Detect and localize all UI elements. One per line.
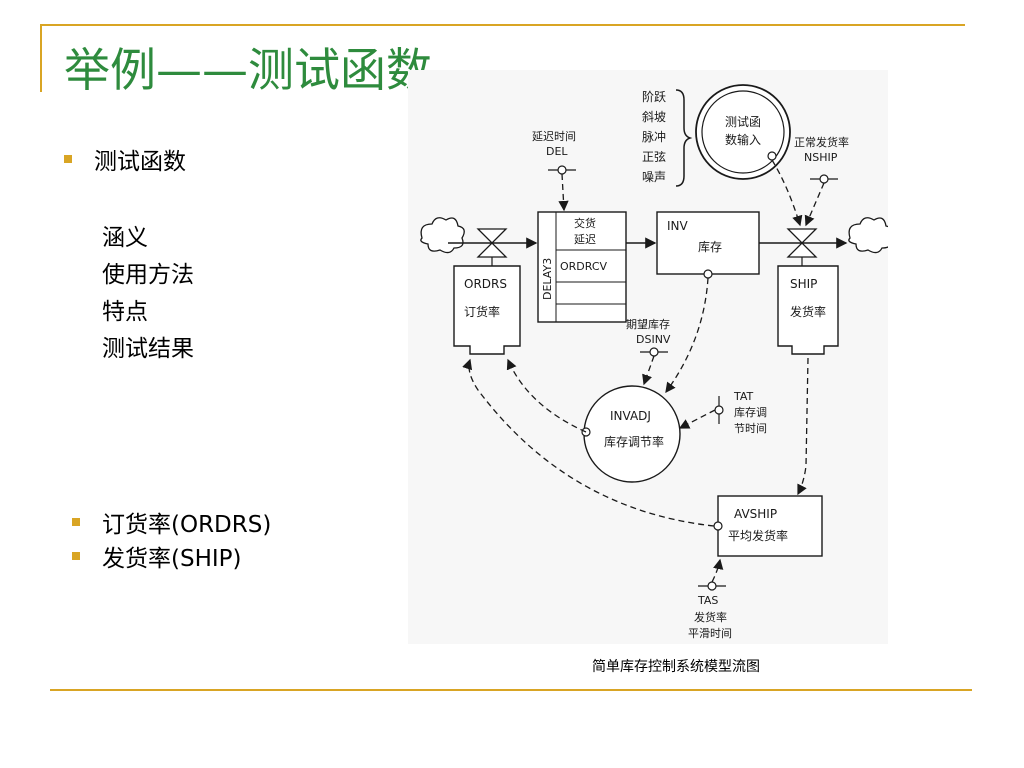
- bullet-test-function: 测试函数: [64, 142, 186, 176]
- del-label: 延迟时间 DEL: [532, 130, 576, 158]
- tat-label-cn-1: 库存调: [734, 405, 767, 419]
- test-function-circle: 测试函 数输入: [695, 84, 791, 180]
- top-rule: [40, 24, 965, 26]
- tat-label-code: TAT: [733, 390, 754, 403]
- tas-label-code: TAS: [697, 594, 718, 607]
- tas-label-cn-2: 平滑时间: [688, 627, 732, 640]
- test-func-label-2: 数输入: [725, 132, 761, 147]
- invadj-code: INVADJ: [610, 409, 651, 423]
- test-input-list: 阶跃 斜坡 脉冲 正弦 噪声: [642, 90, 666, 184]
- bottom-rule: [50, 689, 972, 691]
- tas-label: TAS 发货率 平滑时间: [688, 594, 732, 640]
- del-label-cn: 延迟时间: [532, 130, 576, 143]
- ordrs-rate: ORDRS 订货率: [453, 265, 521, 355]
- delay-label-2: 延迟: [574, 233, 596, 246]
- bullet-square-icon: [72, 552, 80, 560]
- input-step: 阶跃: [642, 90, 666, 104]
- delay3-label: DELAY3: [541, 258, 554, 300]
- bullet-ship: 发货率(SHIP): [72, 539, 242, 573]
- information-links: [462, 159, 825, 583]
- bullet-square-icon: [64, 155, 72, 163]
- input-pulse: 脉冲: [642, 129, 666, 144]
- sub-item-usage: 使用方法: [102, 262, 194, 288]
- input-brace: [675, 89, 693, 187]
- left-rule: [40, 24, 42, 92]
- tat-label: TAT 库存调 节时间: [733, 390, 767, 435]
- bullet-label: 发货率(SHIP): [102, 546, 242, 572]
- bullet-ordrs: 订货率(ORDRS): [72, 505, 271, 539]
- inv-name: 库存: [698, 239, 722, 254]
- sub-item-results: 测试结果: [102, 336, 194, 362]
- bullet-label: 测试函数: [94, 149, 186, 175]
- sink-cloud: [848, 217, 888, 254]
- invadj-auxiliary: INVADJ 库存调节率: [581, 385, 681, 483]
- sub-list: 涵义 使用方法 特点 测试结果: [102, 220, 194, 368]
- slide-title: 举例——测试函数: [64, 43, 432, 97]
- nship-label-code: NSHIP: [804, 151, 838, 164]
- nship-label: 正常发货率 NSHIP: [794, 135, 849, 164]
- invadj-name: 库存调节率: [604, 434, 664, 449]
- source-cloud: [420, 217, 465, 254]
- input-noise: 噪声: [642, 170, 666, 184]
- dsinv-label: 期望库存 DSINV: [626, 317, 671, 346]
- stock-flow-diagram: 阶跃 斜坡 脉冲 正弦 噪声 测试函 数输入 延迟时间 DEL 正常发货率 NS…: [408, 70, 888, 644]
- ship-rate: SHIP 发货率: [777, 265, 839, 355]
- test-func-label-1: 测试函: [725, 114, 761, 129]
- delay3-box: DELAY3 交货 延迟 ORDRCV: [537, 211, 627, 323]
- dsinv-label-code: DSINV: [636, 333, 671, 346]
- ship-name: 发货率: [790, 304, 826, 319]
- ordrs-name: 订货率: [464, 304, 500, 319]
- input-ramp: 斜坡: [642, 110, 666, 124]
- del-label-code: DEL: [546, 145, 568, 158]
- delay-label-1: 交货: [574, 216, 596, 230]
- sub-item-meaning: 涵义: [102, 225, 148, 251]
- ship-code: SHIP: [790, 277, 817, 291]
- tas-label-cn-1: 发货率: [694, 610, 727, 624]
- bullet-square-icon: [72, 518, 80, 526]
- avship-level: AVSHIP 平均发货率: [713, 495, 823, 557]
- sub-item-features: 特点: [102, 299, 148, 325]
- input-sine: 正弦: [642, 149, 666, 164]
- tat-label-cn-2: 节时间: [734, 422, 767, 435]
- dsinv-label-cn: 期望库存: [626, 317, 670, 331]
- ordrcv-label: ORDRCV: [560, 260, 608, 273]
- ordrs-code: ORDRS: [464, 277, 507, 291]
- avship-name: 平均发货率: [728, 528, 788, 543]
- inv-stock: INV 库存: [656, 211, 760, 279]
- bullet-label: 订货率(ORDRS): [102, 512, 272, 538]
- diagram-caption: 简单库存控制系统模型流图: [592, 659, 760, 675]
- inv-code: INV: [667, 219, 689, 233]
- avship-code: AVSHIP: [734, 507, 777, 521]
- nship-label-cn: 正常发货率: [794, 135, 849, 149]
